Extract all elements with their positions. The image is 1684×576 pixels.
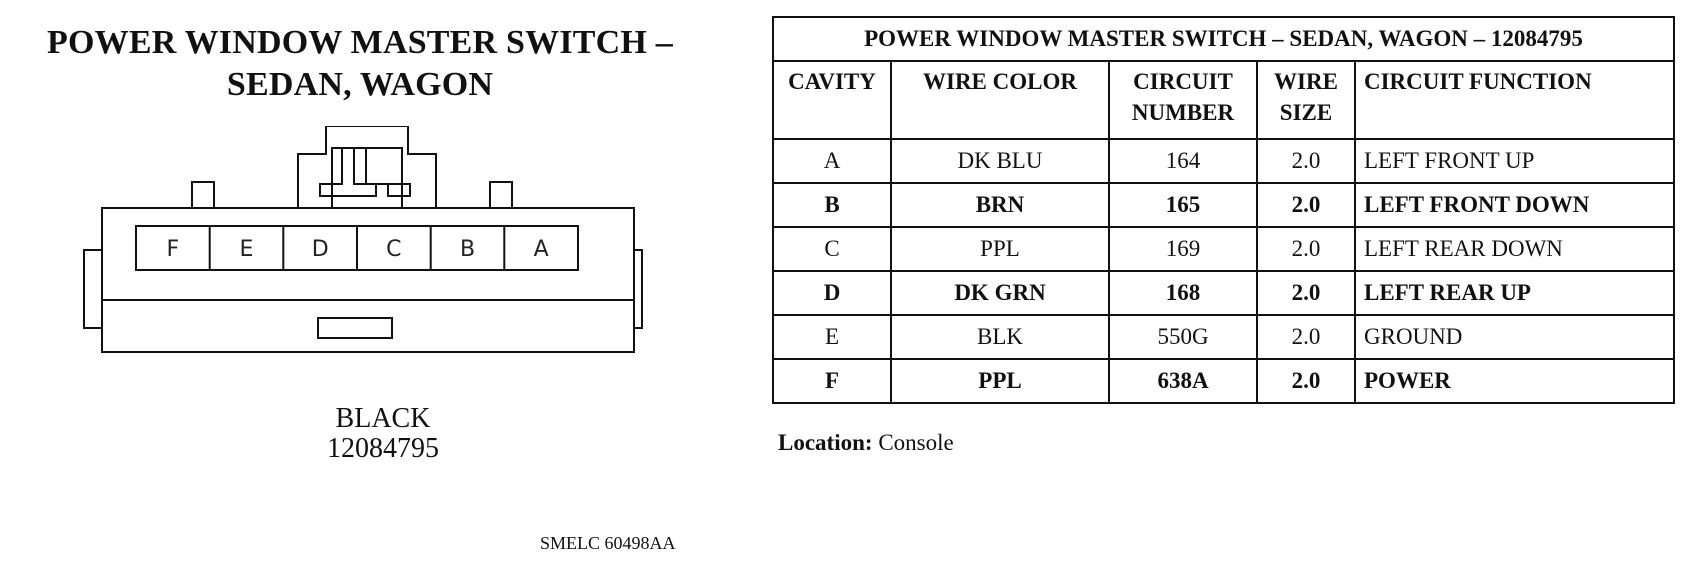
cell-circuit: 164 xyxy=(1108,138,1258,184)
connector-latch xyxy=(297,126,437,208)
header-cavity: CAVITY xyxy=(772,60,892,140)
table-row: D DK GRN 168 2.0 LEFT REAR UP xyxy=(772,270,1675,316)
pinout-table-title: POWER WINDOW MASTER SWITCH – SEDAN, WAGO… xyxy=(772,16,1675,62)
table-row: A DK BLU 164 2.0 LEFT FRONT UP xyxy=(772,138,1675,184)
table-row: E BLK 550G 2.0 GROUND xyxy=(772,314,1675,360)
cell-cavity: C xyxy=(772,226,892,272)
connector-bump-right xyxy=(489,181,513,208)
cavity-label-c: C xyxy=(386,237,401,262)
header-wire-color: WIRE COLOR xyxy=(890,60,1110,140)
connector-color-label: BLACK xyxy=(335,403,431,434)
table-row: B BRN 165 2.0 LEFT FRONT DOWN xyxy=(772,182,1675,228)
connector-title-line2: SEDAN, WAGON xyxy=(226,66,494,103)
cell-function: LEFT REAR UP xyxy=(1354,270,1675,316)
connector-bottom-slot xyxy=(317,317,393,339)
cell-cavity: A xyxy=(772,138,892,184)
cell-wire-color: BLK xyxy=(890,314,1110,360)
cell-wire-color: PPL xyxy=(890,226,1110,272)
cell-cavity: D xyxy=(772,270,892,316)
table-row: F PPL 638A 2.0 POWER xyxy=(772,358,1675,404)
location-label: Location: xyxy=(778,430,873,455)
cavity-label-f: F xyxy=(166,237,179,262)
cell-function: LEFT FRONT UP xyxy=(1354,138,1675,184)
cell-circuit: 638A xyxy=(1108,358,1258,404)
cell-size: 2.0 xyxy=(1256,270,1356,316)
cell-wire-color: PPL xyxy=(890,358,1110,404)
cell-function: GROUND xyxy=(1354,314,1675,360)
cell-wire-color: BRN xyxy=(890,182,1110,228)
cell-size: 2.0 xyxy=(1256,182,1356,228)
header-wire-size-line1: WIRE xyxy=(1274,69,1338,94)
header-wire-size-line2: SIZE xyxy=(1279,100,1333,125)
header-circuit-function: CIRCUIT FUNCTION xyxy=(1354,60,1675,140)
header-circuit-number: CIRCUIT NUMBER xyxy=(1108,60,1258,140)
cell-circuit: 550G xyxy=(1108,314,1258,360)
connector-title-line1: POWER WINDOW MASTER SWITCH – xyxy=(47,24,673,61)
header-circuit-number-line2: NUMBER xyxy=(1131,100,1235,125)
connector-body xyxy=(83,207,643,353)
cell-cavity: B xyxy=(772,182,892,228)
cell-size: 2.0 xyxy=(1256,314,1356,360)
connector-title: POWER WINDOW MASTER SWITCH – SEDAN, WAGO… xyxy=(0,22,720,106)
cell-circuit: 169 xyxy=(1108,226,1258,272)
cell-wire-color: DK BLU xyxy=(890,138,1110,184)
table-row: C PPL 169 2.0 LEFT REAR DOWN xyxy=(772,226,1675,272)
cell-size: 2.0 xyxy=(1256,138,1356,184)
cell-function: POWER xyxy=(1354,358,1675,404)
cavity-label-a: A xyxy=(534,237,549,262)
cell-cavity: E xyxy=(772,314,892,360)
pinout-table: POWER WINDOW MASTER SWITCH – SEDAN, WAGO… xyxy=(772,16,1675,404)
cell-cavity: F xyxy=(772,358,892,404)
connector-caption: BLACK 12084795 xyxy=(218,404,548,464)
connector-latch-arm-left xyxy=(319,148,377,197)
location-value: Console xyxy=(878,430,954,455)
cavity-label-d: D xyxy=(312,237,329,262)
cell-size: 2.0 xyxy=(1256,226,1356,272)
cell-function: LEFT FRONT DOWN xyxy=(1354,182,1675,228)
cell-function: LEFT REAR DOWN xyxy=(1354,226,1675,272)
cell-wire-color: DK GRN xyxy=(890,270,1110,316)
connector-latch-arm-right xyxy=(365,148,411,197)
header-wire-size: WIRE SIZE xyxy=(1256,60,1356,140)
cavity-label-e: E xyxy=(240,237,254,262)
header-circuit-number-line1: CIRCUIT xyxy=(1133,69,1233,94)
reference-code: SMELC 60498AA xyxy=(540,533,676,553)
cell-size: 2.0 xyxy=(1256,358,1356,404)
location-note: Location: Console xyxy=(778,430,954,456)
connector-part-number: 12084795 xyxy=(327,433,439,464)
connector-bump-left xyxy=(191,181,215,208)
cell-circuit: 168 xyxy=(1108,270,1258,316)
cavity-label-b: B xyxy=(460,237,475,262)
cell-circuit: 165 xyxy=(1108,182,1258,228)
